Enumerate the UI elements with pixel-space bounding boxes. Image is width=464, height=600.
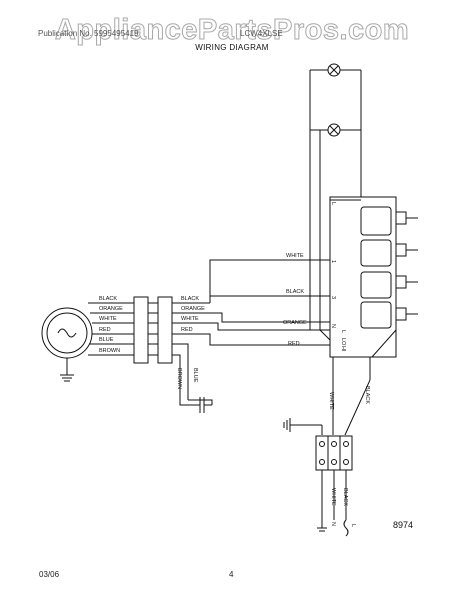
harness-wires: [172, 199, 361, 400]
footer-date: 03/06: [39, 570, 60, 579]
harness-lead-orange: ORANGE: [181, 306, 205, 312]
motor-lead-white: WHITE: [99, 316, 117, 322]
ground-icon: [60, 374, 74, 382]
terminal-label-white: WHITE: [330, 488, 336, 506]
switch-bank: [329, 196, 418, 358]
switch-pin-3: 3: [330, 296, 336, 299]
switch-pin-lo: LO: [340, 338, 346, 346]
switch-feed-red: RED: [288, 341, 300, 347]
publication-number: Publication No. 5995495419: [38, 29, 139, 38]
capacitor-label-brown: BROWN: [176, 368, 182, 389]
terminal-label-black: BLACK: [342, 488, 348, 506]
switch-pin-l2: L: [340, 330, 346, 333]
supply-label-white: WHITE: [328, 392, 334, 410]
watermark-logo: AppliancePartsPros.com: [54, 14, 410, 47]
motor-lead-blue: BLUE: [99, 337, 114, 343]
terminal-block: [315, 435, 353, 537]
switch-feed-black: BLACK: [286, 289, 304, 295]
switch-pin-n: N: [330, 324, 336, 328]
capacitor-label-blue: BLUE: [192, 368, 198, 383]
ground-icon: [317, 527, 327, 532]
lamp-icon: [327, 123, 341, 137]
diagram-code: 8974: [393, 520, 414, 530]
harness-lead-black: BLACK: [181, 296, 199, 302]
motor-lead-brown: BROWN: [99, 348, 120, 354]
footer-page-number: 4: [229, 570, 234, 579]
supply-wires: [283, 357, 371, 436]
motor-lead-red: RED: [99, 327, 111, 333]
connector-block: [133, 296, 173, 364]
ground-icon: [283, 418, 291, 432]
motor-lead-orange: ORANGE: [99, 306, 123, 312]
model-number: LCW4XLSE: [240, 29, 283, 38]
switch-feed-white: WHITE: [286, 253, 304, 259]
diagram-title: WIRING DIAGRAM: [195, 43, 269, 52]
terminal-label-l: L: [350, 524, 356, 527]
capacitor: [179, 397, 213, 413]
harness-lead-white: WHITE: [181, 316, 199, 322]
supply-label-black: BLACK: [364, 386, 370, 404]
harness-lead-red: RED: [181, 327, 193, 333]
switch-feed-orange: ORANGE: [283, 320, 307, 326]
fan-motor: [41, 307, 93, 382]
motor-leads: [88, 302, 134, 356]
terminal-label-n: N: [330, 522, 336, 526]
lamp-circuit: [309, 63, 362, 330]
switch-pin-1: 1: [330, 260, 336, 263]
switch-pin-hi: HI: [340, 346, 346, 352]
motor-lead-black: BLACK: [99, 296, 117, 302]
lamp-icon: [327, 63, 341, 77]
switch-pin-l1: L: [330, 202, 336, 205]
